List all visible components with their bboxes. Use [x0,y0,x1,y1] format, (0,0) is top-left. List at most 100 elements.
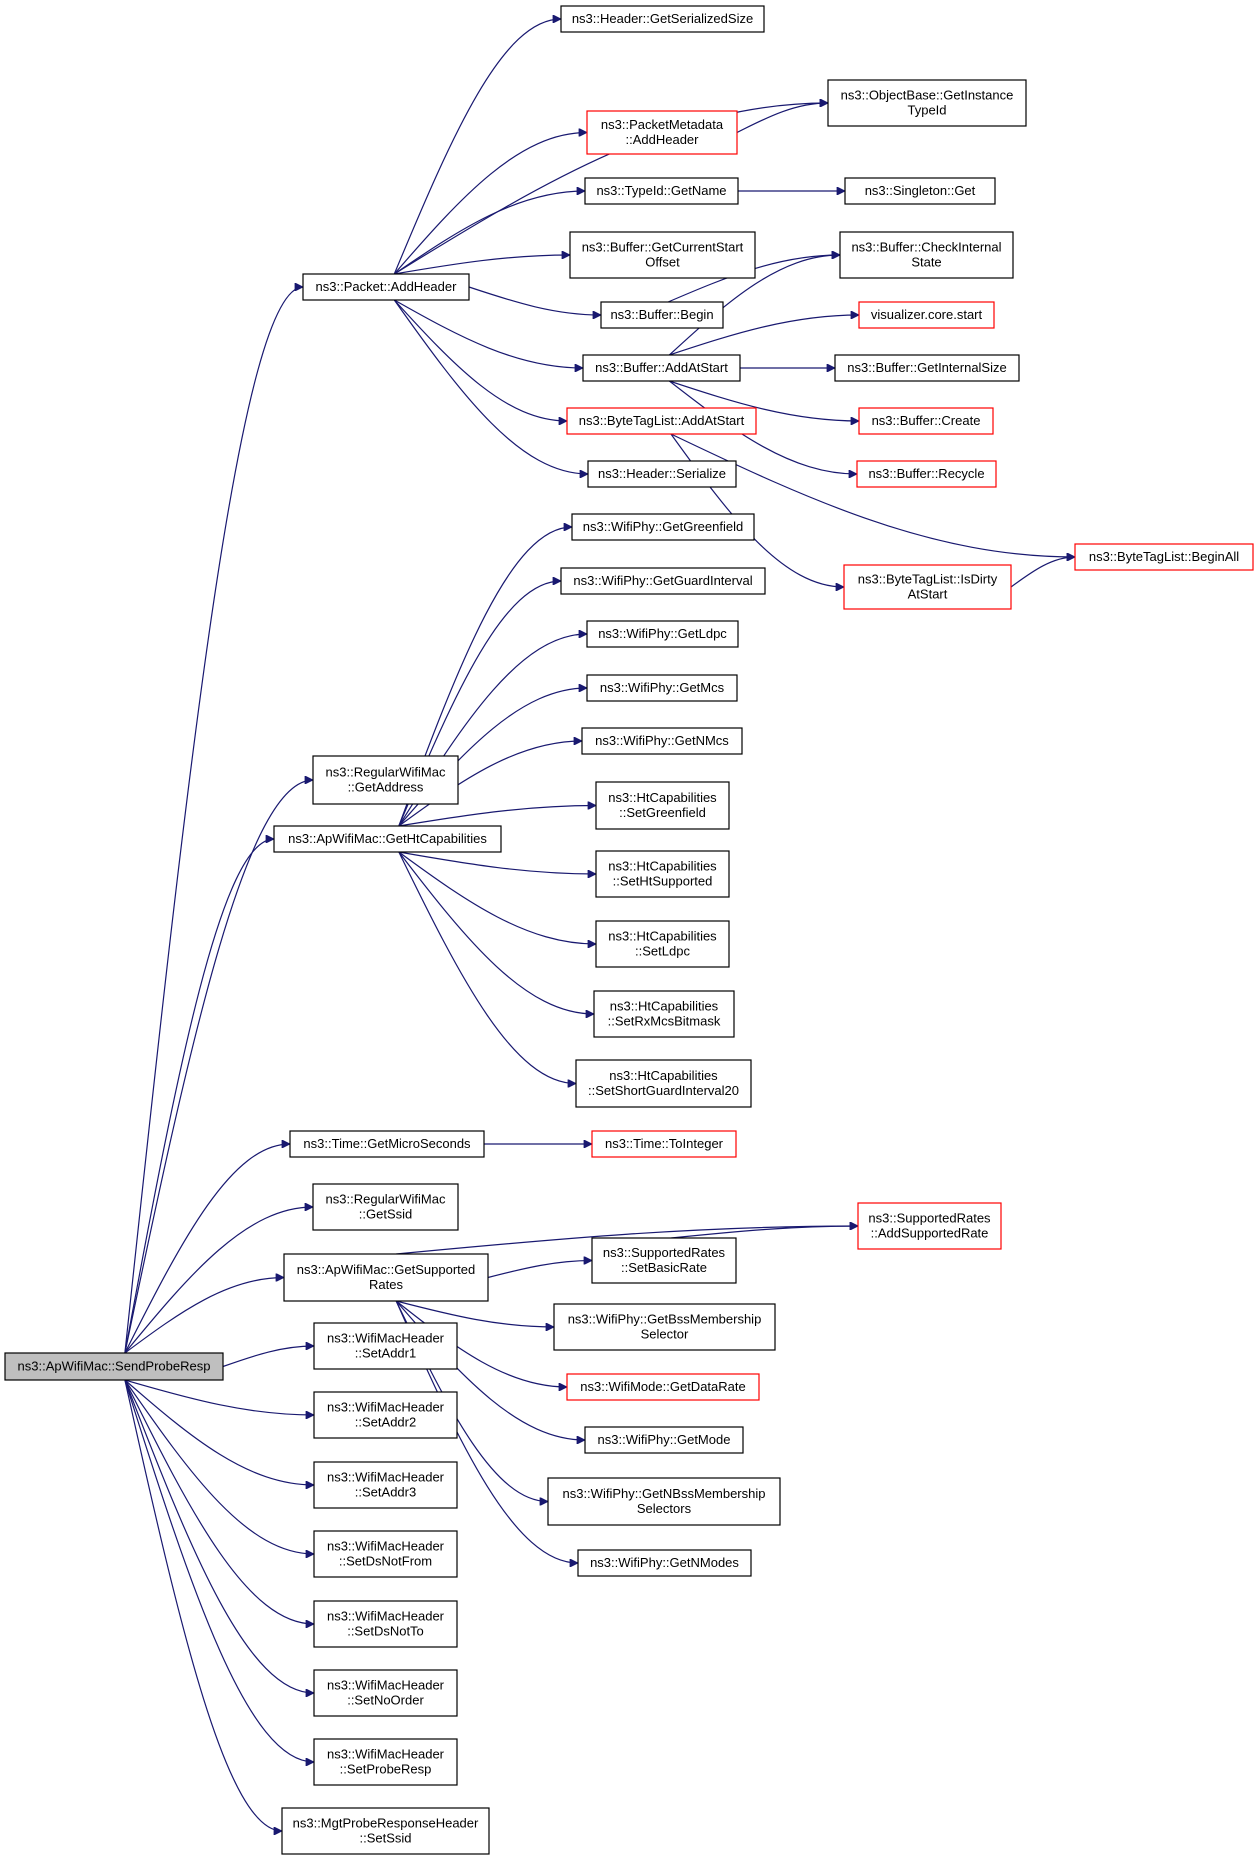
function-node-box [313,1738,458,1786]
function-node-label: ::SetAddr2 [355,1415,416,1430]
function-node-box [560,567,766,595]
function-node-packet-add-header[interactable]: ns3::Packet::AddHeader [302,273,470,301]
function-node-bytetaglist-add-at-start[interactable]: ns3::ByteTagList::AddAtStart [566,407,757,435]
call-edge-buffer_add_at_start-to-buffer_check_internal_state [668,255,840,356]
function-node-box [584,177,739,205]
function-node-mgtproberesponseheader-set-ssid[interactable]: ns3::MgtProbeResponseHeader::SetSsid [281,1807,490,1855]
function-node-typeid-get-name[interactable]: ns3::TypeId::GetName [584,177,739,205]
function-node-label: ns3::WifiMacHeader [327,1609,445,1624]
function-node-wifimacheader-set-addr3[interactable]: ns3::WifiMacHeader::SetAddr3 [313,1461,458,1509]
function-node-singleton-get[interactable]: ns3::Singleton::Get [844,177,996,205]
function-node-box [577,1549,752,1577]
call-edge-send_probe_resp-to-wifimacheader_set_no_order [124,1379,314,1693]
function-node-apwifimac-get-ht-capabilities[interactable]: ns3::ApWifiMac::GetHtCapabilities [273,825,502,853]
edge-layer [124,19,1075,1831]
function-node-label: ns3::RegularWifiMac [326,765,446,780]
function-node-htcap-set-greenfield[interactable]: ns3::HtCapabilities::SetGreenfield [595,781,730,830]
function-node-label: State [911,255,941,270]
function-node-header-serialize[interactable]: ns3::Header::Serialize [587,460,737,488]
function-node-wifimacheader-set-addr2[interactable]: ns3::WifiMacHeader::SetAddr2 [313,1391,458,1439]
function-node-packetmetadata-add-header[interactable]: ns3::PacketMetadata::AddHeader [586,110,738,155]
function-node-box [553,1303,776,1351]
function-node-wifiphy-get-guard-interval[interactable]: ns3::WifiPhy::GetGuardInterval [560,567,766,595]
function-node-box [586,110,738,155]
function-node-wifiphy-get-nmcs[interactable]: ns3::WifiPhy::GetNMcs [581,727,743,755]
function-node-htcap-set-short-guard-interval20[interactable]: ns3::HtCapabilities::SetShortGuardInterv… [575,1059,752,1108]
function-node-visualizer-core-start[interactable]: visualizer.core.start [858,301,995,329]
function-node-htcap-set-rx-mcs-bitmask[interactable]: ns3::HtCapabilities::SetRxMcsBitmask [593,990,735,1038]
function-node-wifiphy-get-mcs[interactable]: ns3::WifiPhy::GetMcs [586,674,738,702]
function-node-wifimacheader-set-probe-resp[interactable]: ns3::WifiMacHeader::SetProbeResp [313,1738,458,1786]
function-node-label: ns3::HtCapabilities [610,999,719,1014]
function-node-box [582,354,741,382]
function-node-label: ns3::WifiPhy::GetGuardInterval [573,573,752,588]
function-node-bytetaglist-begin-all[interactable]: ns3::ByteTagList::BeginAll [1074,543,1254,571]
function-node-label: ::SetDsNotFrom [339,1554,432,1569]
function-node-wifiphy-get-mode[interactable]: ns3::WifiPhy::GetMode [584,1426,744,1454]
function-node-send-probe-resp[interactable]: ns3::ApWifiMac::SendProbeResp [4,1352,224,1381]
function-node-box [584,1426,744,1454]
function-node-label: ns3::Time::GetMicroSeconds [303,1136,471,1151]
function-node-buffer-create[interactable]: ns3::Buffer::Create [858,407,994,435]
function-node-buffer-get-internal-size[interactable]: ns3::Buffer::GetInternalSize [834,354,1020,382]
function-node-wifimode-get-data-rate[interactable]: ns3::WifiMode::GetDataRate [566,1373,760,1401]
function-node-wifimacheader-set-addr1[interactable]: ns3::WifiMacHeader::SetAddr1 [313,1322,458,1370]
function-node-supportedrates-add-supported-rate[interactable]: ns3::SupportedRates::AddSupportedRate [857,1202,1002,1250]
call-edge-packet_add_header-to-buffer_begin [468,286,601,315]
function-node-label: TypeId [907,103,946,118]
function-node-buffer-recycle[interactable]: ns3::Buffer::Recycle [856,460,997,488]
function-node-box [566,1373,760,1401]
call-edge-send_probe_resp-to-apwifimac_get_ht_capabilities [124,839,274,1354]
function-node-time-get-micro-seconds[interactable]: ns3::Time::GetMicroSeconds [289,1130,485,1158]
function-node-label: ns3::SupportedRates [603,1245,726,1260]
function-node-wifiphy-get-ldpc[interactable]: ns3::WifiPhy::GetLdpc [586,620,739,648]
function-node-supportedrates-set-basic-rate[interactable]: ns3::SupportedRates::SetBasicRate [591,1237,737,1284]
function-node-label: ns3::Buffer::Recycle [868,466,984,481]
function-node-label: ns3::Time::ToInteger [605,1136,724,1151]
function-node-wifimacheader-set-ds-not-from[interactable]: ns3::WifiMacHeader::SetDsNotFrom [313,1530,458,1578]
function-node-buffer-begin[interactable]: ns3::Buffer::Begin [600,301,724,329]
function-node-label: ns3::Header::GetSerializedSize [572,11,753,26]
function-node-wifimacheader-set-no-order[interactable]: ns3::WifiMacHeader::SetNoOrder [313,1669,458,1717]
function-node-wifimacheader-set-ds-not-to[interactable]: ns3::WifiMacHeader::SetDsNotTo [313,1600,458,1648]
call-edge-apwifimac_get_ht_capabilities-to-htcap_set_ldpc [398,851,596,944]
function-node-label: AtStart [908,587,948,602]
function-node-label: ns3::MgtProbeResponseHeader [293,1816,479,1831]
function-node-wifiphy-get-greenfield[interactable]: ns3::WifiPhy::GetGreenfield [571,513,755,541]
function-node-label: ::GetAddress [348,780,424,795]
function-node-box [858,407,994,435]
function-node-wifiphy-get-nmodes[interactable]: ns3::WifiPhy::GetNModes [577,1549,752,1577]
function-node-buffer-add-at-start[interactable]: ns3::Buffer::AddAtStart [582,354,741,382]
function-node-label: ns3::Buffer::AddAtStart [595,360,728,375]
call-edge-apwifimac_get_ht_capabilities-to-htcap_set_ht_supported [398,851,596,874]
function-node-regularwifimac-get-address[interactable]: ns3::RegularWifiMac::GetAddress [312,755,459,805]
function-node-box [587,460,737,488]
function-node-box [595,920,730,968]
function-node-box [313,1322,458,1370]
call-edge-send_probe_resp-to-regularwifimac_get_ssid [124,1207,313,1354]
function-node-box [858,301,995,329]
function-node-time-to-integer[interactable]: ns3::Time::ToInteger [591,1130,737,1158]
function-node-label: ::SetAddr1 [355,1346,416,1361]
function-node-box [581,727,743,755]
function-node-regularwifimac-get-ssid[interactable]: ns3::RegularWifiMac::GetSsid [312,1183,459,1231]
call-edge-send_probe_resp-to-time_get_micro_seconds [124,1144,290,1354]
function-node-box [313,1530,458,1578]
function-node-label: ns3::Singleton::Get [865,183,976,198]
function-node-label: ns3::WifiPhy::GetLdpc [598,626,727,641]
function-node-header-get-serialized-size[interactable]: ns3::Header::GetSerializedSize [560,5,765,33]
call-edge-buffer_add_at_start-to-visualizer_core_start [669,315,859,356]
function-node-label: ns3::Buffer::GetInternalSize [847,360,1006,375]
call-edge-send_probe_resp-to-packet_add_header [124,287,303,1354]
function-node-label: visualizer.core.start [871,307,983,322]
function-node-box [313,1600,458,1648]
function-node-htcap-set-ldpc[interactable]: ns3::HtCapabilities::SetLdpc [595,920,730,968]
function-node-htcap-set-ht-supported[interactable]: ns3::HtCapabilities::SetHtSupported [595,850,730,898]
